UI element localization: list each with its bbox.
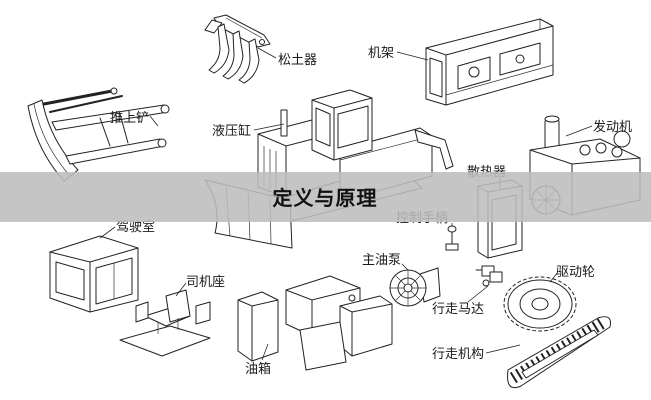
label-fuel-tank: 油箱 <box>245 361 271 377</box>
leader-undercarriage <box>485 344 521 354</box>
leader-main-pump <box>401 263 409 271</box>
label-ripper: 松土器 <box>278 53 317 68</box>
banner-title: 定义与原理 <box>273 186 378 210</box>
title-banner: 定义与原理 <box>0 172 651 222</box>
frame-illustration <box>425 18 554 106</box>
label-frame: 机架 <box>368 46 394 61</box>
label-blade: 推上铲 <box>110 111 149 126</box>
main-pump-illustration <box>389 267 441 307</box>
control-handle-illustration <box>445 225 459 251</box>
travel-motor-illustration <box>475 265 503 287</box>
drive-wheel-illustration <box>503 276 577 332</box>
component-labels: 松土器 机架 推上铲 液压缸 发动机 散热器 控制手柄 驾驶室 主油泵 司机座 … <box>110 46 632 377</box>
ripper-illustration <box>204 14 271 84</box>
label-undercarriage: 行走机构 <box>432 347 484 362</box>
driver-seat-illustration <box>119 289 211 357</box>
label-driver-seat: 司机座 <box>186 275 225 290</box>
leader-driver-seat <box>175 282 187 297</box>
leader-frame <box>396 51 429 61</box>
label-travel-motor: 行走马达 <box>432 302 484 317</box>
fuel-tank-illustration <box>237 275 393 371</box>
banner-band <box>0 172 651 222</box>
leader-ripper <box>257 47 277 59</box>
cab-illustration <box>49 235 139 313</box>
label-drive-wheel: 驱动轮 <box>556 265 595 280</box>
label-hydraulic-cylinder: 液压缸 <box>212 123 251 139</box>
leader-lines <box>99 47 593 361</box>
leader-travel-motor <box>467 285 489 303</box>
leader-blade <box>149 115 159 127</box>
leader-cab <box>99 226 116 239</box>
leader-drive-wheel <box>549 271 559 283</box>
track-illustration <box>507 316 611 389</box>
leader-hydraulic-cylinder <box>253 123 285 131</box>
label-main-pump: 主油泵 <box>362 253 401 268</box>
label-engine: 发动机 <box>593 119 632 135</box>
label-cab: 驾驶室 <box>116 219 155 235</box>
leader-engine <box>565 125 593 137</box>
blade-illustration <box>27 87 170 182</box>
leader-fuel-tank <box>261 343 269 361</box>
